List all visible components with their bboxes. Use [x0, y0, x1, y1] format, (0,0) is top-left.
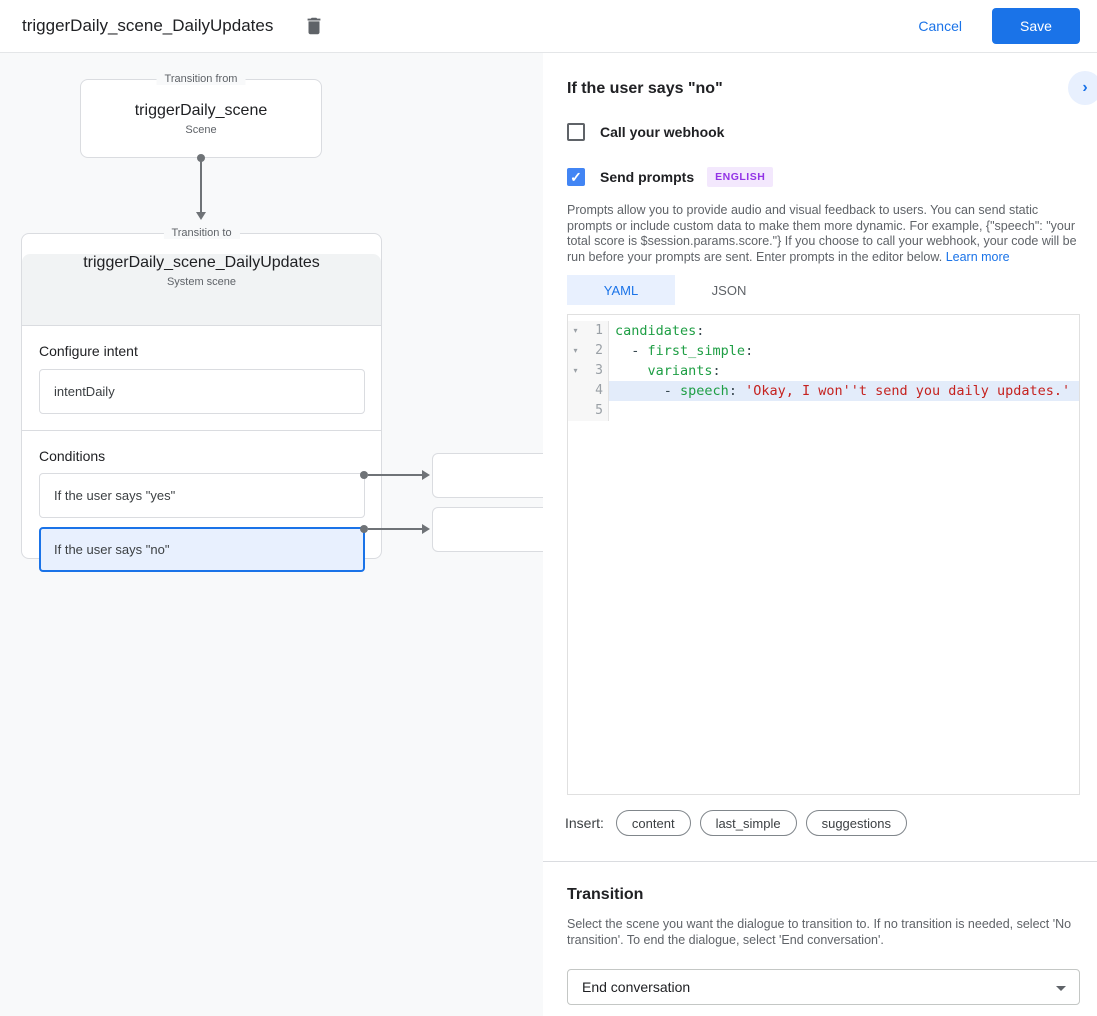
arrow-right-icon — [422, 524, 430, 534]
configure-intent-label: Configure intent — [39, 343, 138, 359]
insert-chip-last-simple[interactable]: last_simple — [699, 810, 797, 836]
webhook-checkbox[interactable] — [567, 123, 585, 141]
condition-row-no[interactable]: If the user says "no" — [39, 527, 365, 572]
insert-label: Insert: — [565, 815, 604, 831]
fold-gutter — [568, 401, 583, 421]
code-text: - first_simple: — [615, 343, 754, 359]
conditions-section: Conditions If the user says "yes" If the… — [22, 431, 381, 572]
code-text: variants: — [647, 363, 721, 379]
transition-from-legend: Transition from — [156, 73, 246, 85]
code-text: candidates: — [615, 323, 705, 339]
transition-description: Select the scene you want the dialogue t… — [567, 917, 1072, 947]
code-text — [609, 401, 1079, 421]
fold-toggle-icon[interactable]: ▾ — [568, 321, 583, 341]
webhook-row: Call your webhook — [567, 123, 724, 141]
code-line-5[interactable]: 5 — [568, 401, 1079, 421]
configure-intent-section: Configure intent intentDaily — [22, 326, 381, 431]
topbar: triggerDaily_scene_DailyUpdates Cancel S… — [0, 0, 1097, 53]
webhook-label: Call your webhook — [600, 124, 725, 140]
code-line-4[interactable]: 4 - speech: 'Okay, I won''t send you dai… — [568, 381, 1079, 401]
delete-scene-button[interactable] — [300, 13, 328, 41]
topbar-actions: Cancel Save — [918, 0, 1080, 52]
insert-chip-suggestions[interactable]: suggestions — [805, 810, 907, 836]
arrow-right-icon — [422, 470, 430, 480]
line-number: 2 — [583, 341, 609, 361]
language-badge: ENGLISH — [707, 167, 774, 187]
save-button[interactable]: Save — [992, 8, 1080, 44]
line-number: 3 — [583, 361, 609, 381]
code-text: - speech: 'Okay, I won''t send you daily… — [609, 381, 1079, 401]
connector-line — [200, 160, 202, 212]
tab-yaml[interactable]: YAML — [567, 275, 675, 305]
transition-to-subtitle: System scene — [166, 276, 237, 288]
trash-icon — [303, 17, 325, 40]
code-line-3[interactable]: ▾3 variants: — [568, 361, 1079, 381]
transition-from-node[interactable]: Transition from triggerDaily_scene Scene — [80, 73, 322, 158]
insert-chip-content[interactable]: content — [615, 810, 691, 836]
code-line-2[interactable]: ▾2 - first_simple: — [568, 341, 1079, 361]
transition-select[interactable]: End conversation — [567, 969, 1080, 1005]
prompts-description: Prompts allow you to provide audio and v… — [567, 203, 1083, 265]
collapse-panel-button[interactable]: › — [1068, 71, 1097, 105]
condition-row-yes[interactable]: If the user says "yes" — [39, 473, 365, 518]
connector-line — [368, 528, 423, 530]
line-number: 1 — [583, 321, 609, 341]
chevron-right-icon: › — [1082, 79, 1088, 96]
transition-section-title: Transition — [567, 886, 644, 903]
code-line-1[interactable]: ▾1 candidates: — [568, 321, 1079, 341]
transition-to-legend: Transition to — [163, 227, 240, 239]
connector-line — [368, 474, 423, 476]
condition-detail-panel: If the user says "no" › Call your webhoo… — [543, 53, 1097, 1016]
send-prompts-label: Send prompts — [600, 169, 695, 185]
fold-gutter — [568, 381, 583, 401]
fold-toggle-icon[interactable]: ▾ — [568, 361, 583, 381]
transition-select-value: End conversation — [582, 979, 691, 995]
cancel-button[interactable]: Cancel — [918, 18, 962, 34]
scene-graph-canvas: Transition from triggerDaily_scene Scene… — [0, 53, 543, 1016]
transition-from-title: triggerDaily_scene — [134, 102, 268, 119]
conditions-label: Conditions — [39, 448, 106, 464]
transition-to-title: triggerDaily_scene_DailyUpdates — [83, 254, 320, 271]
insert-row: Insert: content last_simple suggestions — [565, 810, 916, 836]
condition-title: If the user says "no" — [567, 80, 723, 97]
send-prompts-checkbox[interactable]: ✓ — [567, 168, 585, 186]
tab-json[interactable]: JSON — [711, 282, 747, 298]
editor-format-tabs: YAML JSON — [567, 275, 783, 305]
connector-dot — [360, 525, 368, 533]
arrow-down-icon — [196, 212, 206, 220]
connector-dot — [197, 154, 205, 162]
line-number: 4 — [583, 381, 609, 401]
line-number: 5 — [583, 401, 609, 421]
transition-to-card: Transition to triggerDaily_scene_DailyUp… — [21, 227, 382, 572]
chevron-down-icon — [1056, 986, 1066, 991]
prompts-description-text: Prompts allow you to provide audio and v… — [567, 203, 1077, 264]
transition-target-box[interactable] — [432, 453, 543, 498]
page-title: triggerDaily_scene_DailyUpdates — [22, 16, 274, 35]
transition-from-subtitle: Scene — [185, 124, 217, 136]
intent-item[interactable]: intentDaily — [39, 369, 365, 414]
learn-more-link[interactable]: Learn more — [945, 249, 1010, 264]
fold-toggle-icon[interactable]: ▾ — [568, 341, 583, 361]
send-prompts-row: ✓ Send prompts ENGLISH — [567, 167, 774, 187]
transition-target-box[interactable] — [432, 507, 543, 552]
scene-card-header: triggerDaily_scene_DailyUpdates System s… — [22, 254, 381, 326]
section-divider — [543, 861, 1097, 862]
connector-dot — [360, 471, 368, 479]
